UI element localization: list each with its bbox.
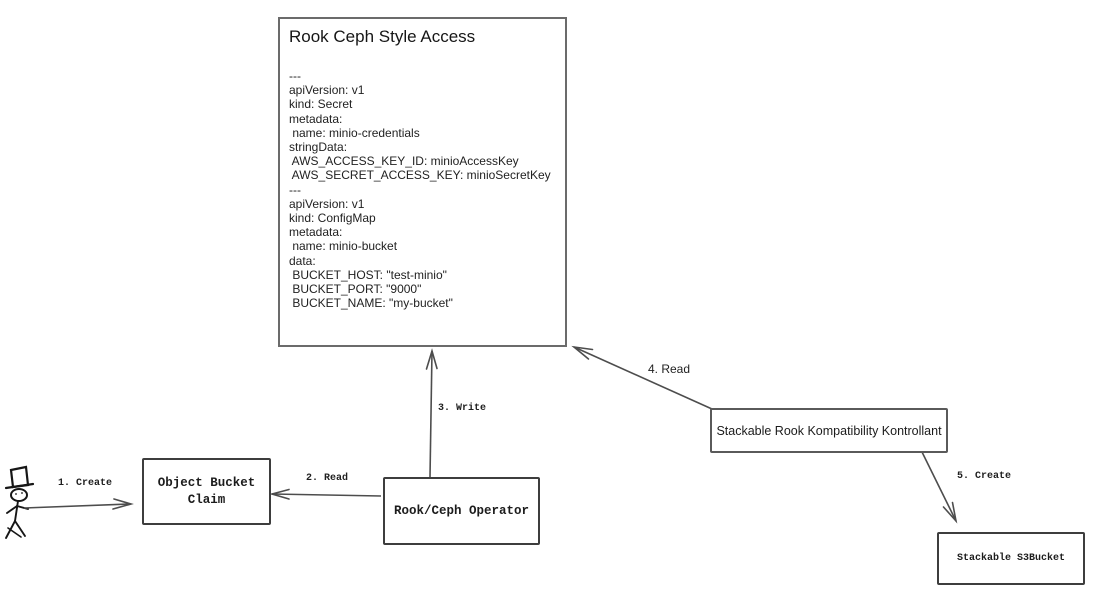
arrow-label-4-read: 4. Read — [648, 362, 691, 376]
arrow-label-5-create: 5. Create — [957, 471, 1012, 482]
yaml-manifest-text: --- apiVersion: v1 kind: Secret metadata… — [289, 69, 551, 311]
node-rook-ceph-style-access: Rook Ceph Style Access --- apiVersion: v… — [278, 17, 567, 347]
arrow-3-write — [425, 348, 438, 478]
arrow-label-1-create: 1. Create — [58, 478, 113, 489]
node-rook-ceph-operator: Rook/Ceph Operator — [383, 477, 540, 545]
node-object-bucket-claim: Object Bucket Claim — [142, 458, 271, 525]
node-rook-ceph-title: Rook Ceph Style Access — [289, 27, 476, 46]
arrow-label-3-write: 3. Write — [438, 403, 487, 414]
arrow-label-2-read: 2. Read — [306, 473, 349, 484]
arrow-2-read — [269, 488, 382, 500]
node-stackable-kontrollant: Stackable Rook Kompatibility Kontrollant — [710, 408, 948, 453]
stick-figure-user-icon — [4, 465, 35, 539]
arrow-5-create — [921, 451, 958, 524]
arrow-1-create — [23, 498, 134, 510]
arrow-4-read — [571, 345, 713, 410]
node-stackable-s3bucket: Stackable S3Bucket — [937, 532, 1085, 585]
